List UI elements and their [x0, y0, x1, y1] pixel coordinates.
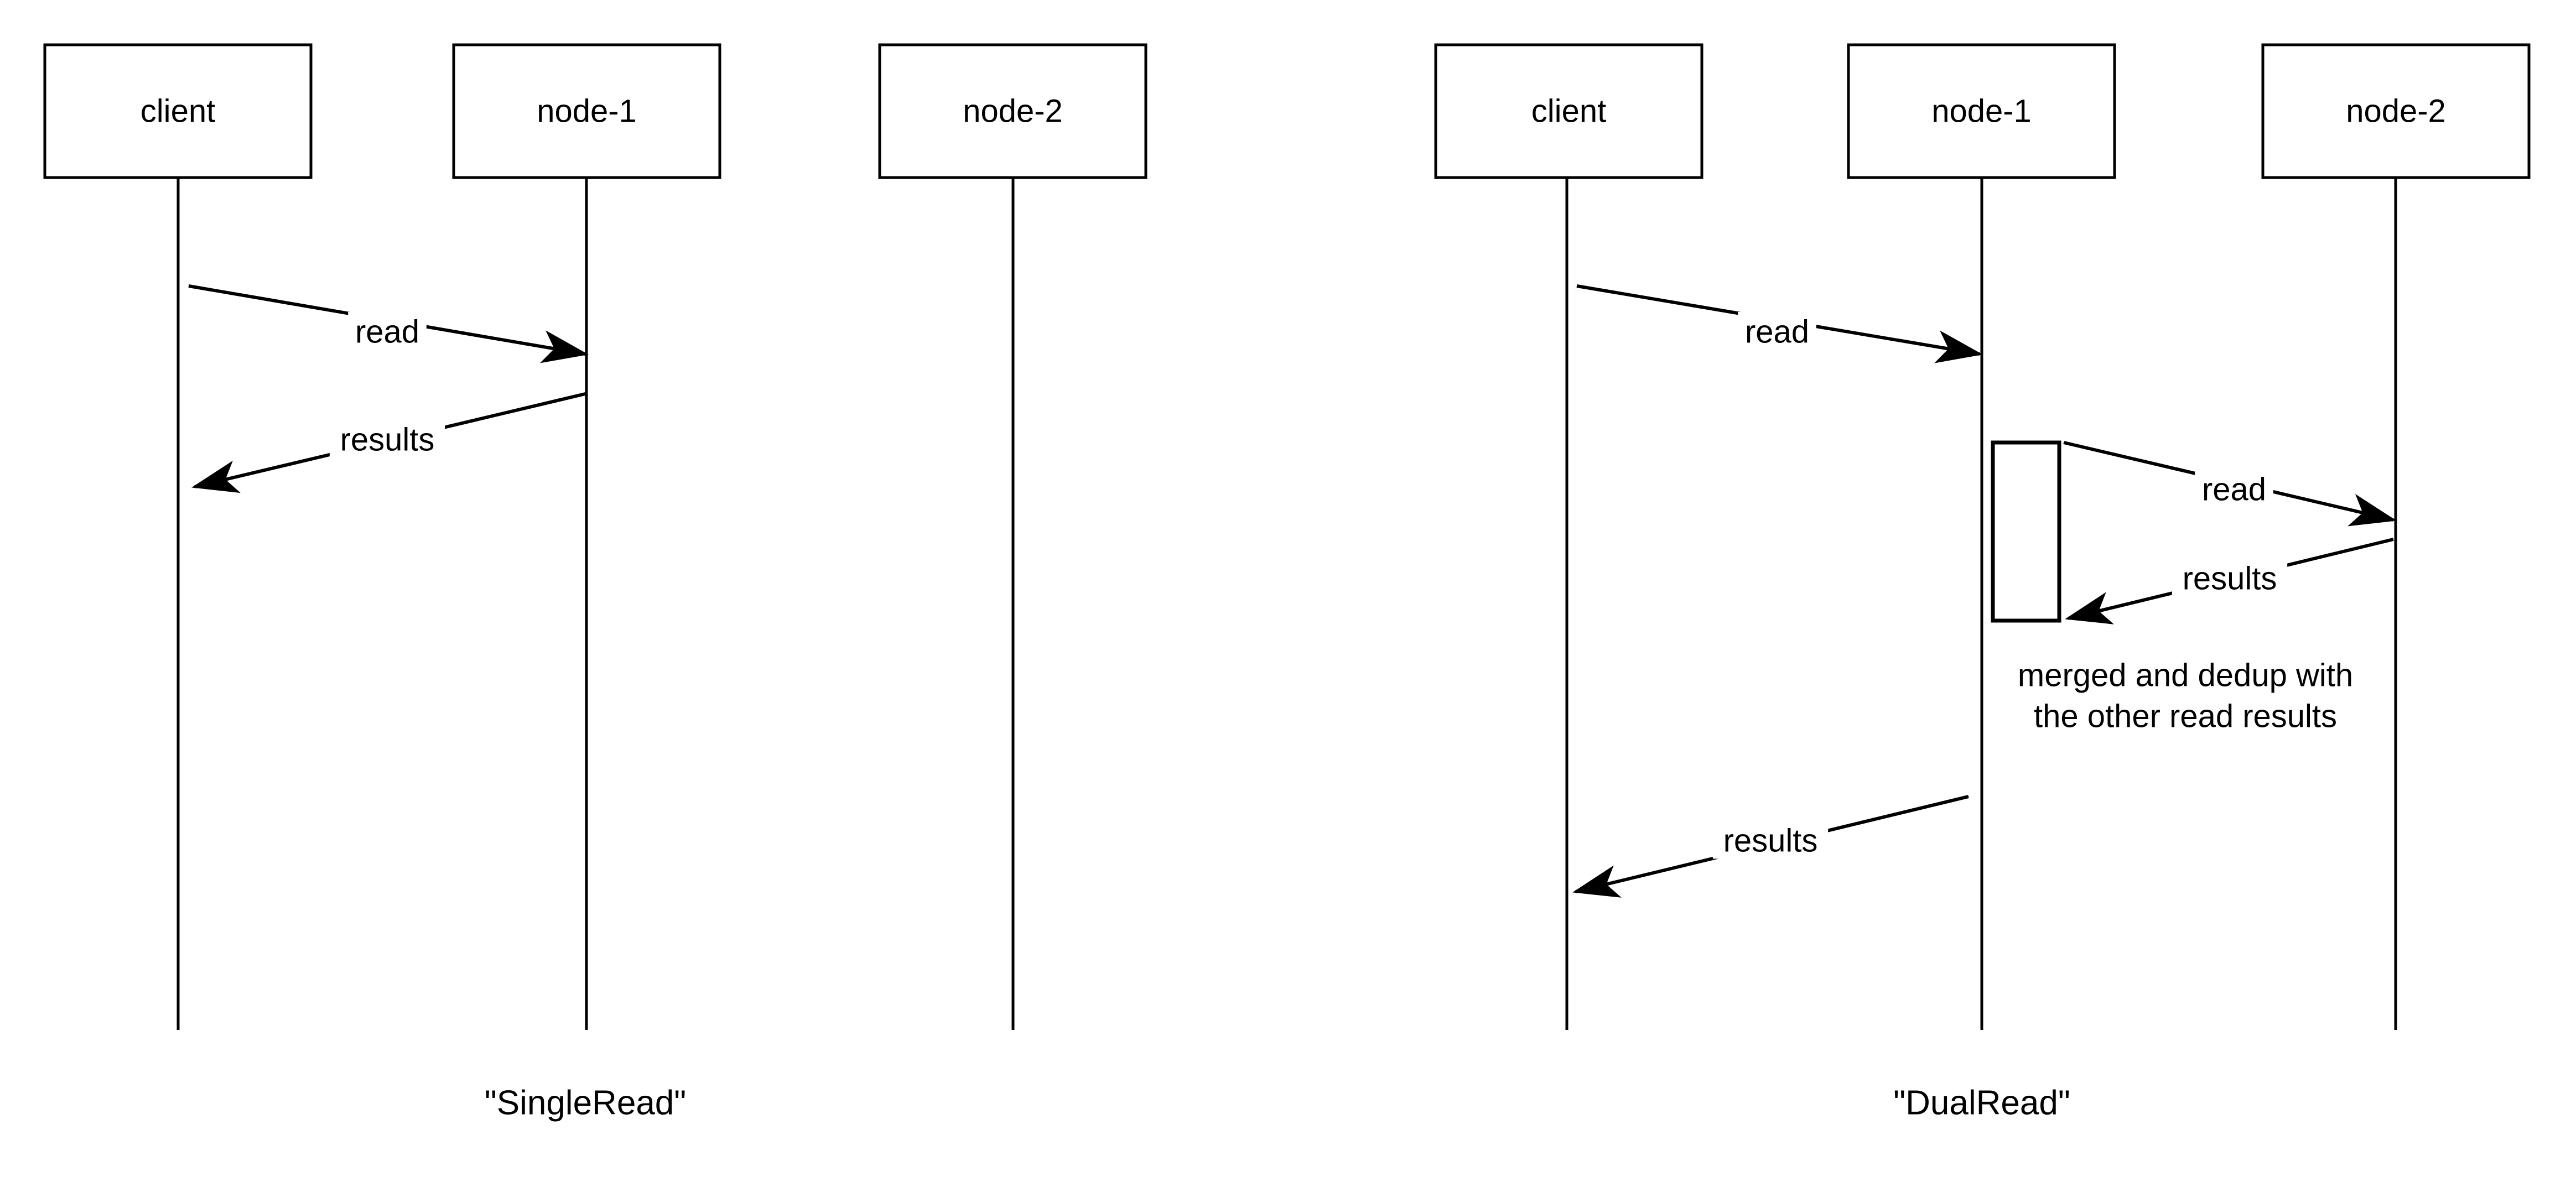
message-label-backdrop-node1-results-client	[329, 420, 445, 458]
caption-single-read: "SingleRead"	[485, 1084, 687, 1122]
message-label-node2-results-node1: results	[2183, 560, 2277, 596]
participant-label-node-1: node-1	[537, 93, 637, 129]
participant-label-client: client	[141, 93, 215, 129]
message-label-backdrop-node1-results-client	[1712, 821, 1829, 859]
message-label-client-read-node1: read	[355, 314, 419, 350]
message-label-backdrop-client-read-node1	[1738, 312, 1816, 350]
participant-label-node-2: node-2	[963, 93, 1063, 129]
message-label-node1-read-node2: read	[2202, 471, 2266, 507]
participant-box-client[interactable]	[43, 43, 313, 179]
participant-box-node-2[interactable]	[878, 43, 1147, 179]
participant-label-node-2: node-2	[2346, 93, 2446, 129]
message-label-client-read-node1: read	[1745, 314, 1809, 350]
note-line-2-merge-note: the other read results	[2034, 698, 2337, 734]
message-label-node1-results-client: results	[340, 421, 435, 457]
participant-label-node-1: node-1	[1931, 93, 2032, 129]
participant-box-node-1[interactable]	[452, 43, 721, 179]
note-line-1-merge-note: merged and dedup with	[2018, 657, 2353, 693]
diagram-dual-read: client node-1 node-2 read read results results…	[1434, 43, 2531, 1122]
message-label-backdrop-node1-read-node2	[2195, 470, 2273, 508]
diagram-layers: client node-1 node-2 read results "SingleRead…	[43, 43, 2531, 1122]
message-label-node1-results-client: results	[1723, 823, 1818, 858]
participant-box-node-1[interactable]	[1847, 43, 2116, 179]
caption-dual-read: "DualRead"	[1893, 1084, 2070, 1122]
participant-box-node-2[interactable]	[2261, 43, 2531, 179]
message-label-backdrop-node2-results-node1	[2172, 559, 2288, 597]
participant-label-client: client	[1531, 93, 1606, 129]
activation-bar-node1-activation	[1991, 440, 2061, 623]
diagram-single-read: client node-1 node-2 read results "SingleRead…	[43, 43, 1147, 1122]
message-label-backdrop-client-read-node1	[348, 312, 427, 350]
participant-box-client[interactable]	[1434, 43, 1704, 179]
